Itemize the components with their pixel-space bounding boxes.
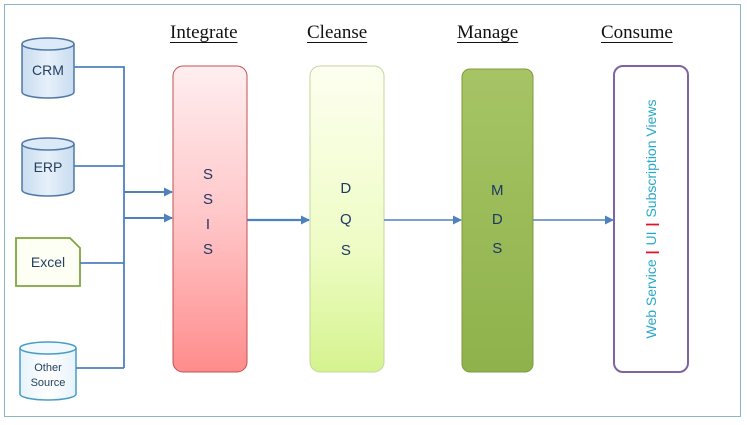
- integrate-input-arrows: [124, 187, 173, 223]
- other-source-database-icon: [19, 341, 77, 401]
- excel-document-icon: [15, 237, 81, 287]
- cleanse-letter: D: [340, 180, 352, 197]
- integrate-pillar-label: S S I S: [203, 166, 213, 258]
- consume-item-subscription-views: Subscription Views: [643, 99, 659, 218]
- other-source-label-line1: Other: [34, 362, 62, 374]
- consume-item-web-service: Web Service: [643, 259, 659, 339]
- manage-letter: S: [492, 240, 503, 257]
- cleanse-pillar: [309, 65, 385, 373]
- manage-letter: M: [491, 182, 504, 199]
- crm-label: CRM: [32, 62, 64, 78]
- consume-separator: |: [643, 250, 659, 255]
- integrate-letter: I: [205, 216, 211, 233]
- consume-title: Consume: [601, 22, 673, 43]
- diagram-frame: [4, 4, 741, 417]
- other-source-label-line2: Source: [30, 377, 66, 389]
- cleanse-letter: Q: [340, 211, 352, 228]
- excel-label: Excel: [30, 254, 66, 270]
- consume-item-ui: UI: [643, 231, 659, 246]
- integrate-letter: S: [203, 166, 214, 183]
- consume-items: Web Service | UI | Subscription Views: [643, 100, 659, 339]
- erp-label: ERP: [33, 159, 63, 175]
- crm-database-icon: [21, 37, 75, 99]
- manage-title: Manage: [457, 22, 519, 43]
- cleanse-pillar-label: D Q S: [340, 180, 352, 259]
- erp-database-icon: [21, 137, 75, 197]
- manage-pillar-label: M D S: [491, 182, 504, 257]
- consume-box: [613, 65, 689, 373]
- consume-separator: |: [643, 222, 659, 227]
- integrate-letter: S: [203, 241, 214, 258]
- cleanse-letter: S: [340, 242, 351, 259]
- source-connectors: [74, 66, 125, 369]
- integrate-title: Integrate: [170, 22, 238, 43]
- manage-letter: D: [491, 211, 503, 228]
- other-source-label: Other Source: [20, 361, 76, 391]
- cleanse-title: Cleanse: [307, 22, 368, 43]
- integrate-letter: S: [203, 191, 214, 208]
